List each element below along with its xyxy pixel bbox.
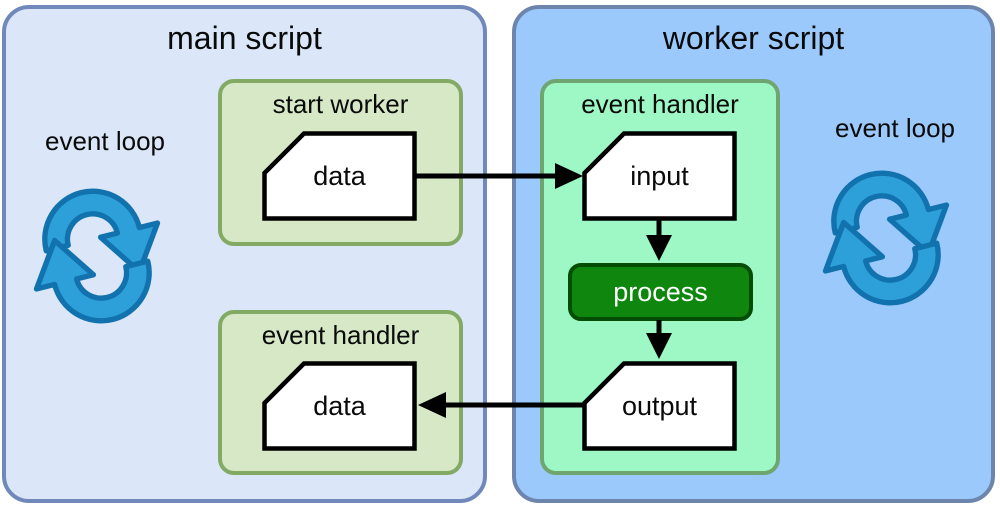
data-shape-start-worker: data [262,131,417,221]
data-shape-label: data [313,390,366,421]
document-shape-icon [582,361,737,451]
data-shape-event-handler: data [262,361,417,451]
main-event-loop-icon [17,166,177,346]
process-box: process [568,263,753,321]
data-shape-label: data [313,160,366,191]
document-shape-icon [582,131,737,221]
main-script-title: main script [167,20,322,56]
worker-event-loop-label: event loop [835,113,955,143]
output-shape: output [582,361,737,451]
worker-event-loop-icon [806,148,966,328]
document-shape-icon [262,361,417,451]
worker-script-title: worker script [662,20,845,56]
input-shape: input [582,131,737,221]
process-label: process [613,276,708,307]
output-shape-label: output [621,390,698,421]
start-worker-label: start worker [272,89,409,119]
main-event-handler-label: event handler [261,320,420,350]
worker-event-handler-label: event handler [581,89,739,119]
document-shape-icon [262,131,417,221]
input-shape-label: input [630,160,689,191]
main-event-loop-label: event loop [45,126,165,156]
